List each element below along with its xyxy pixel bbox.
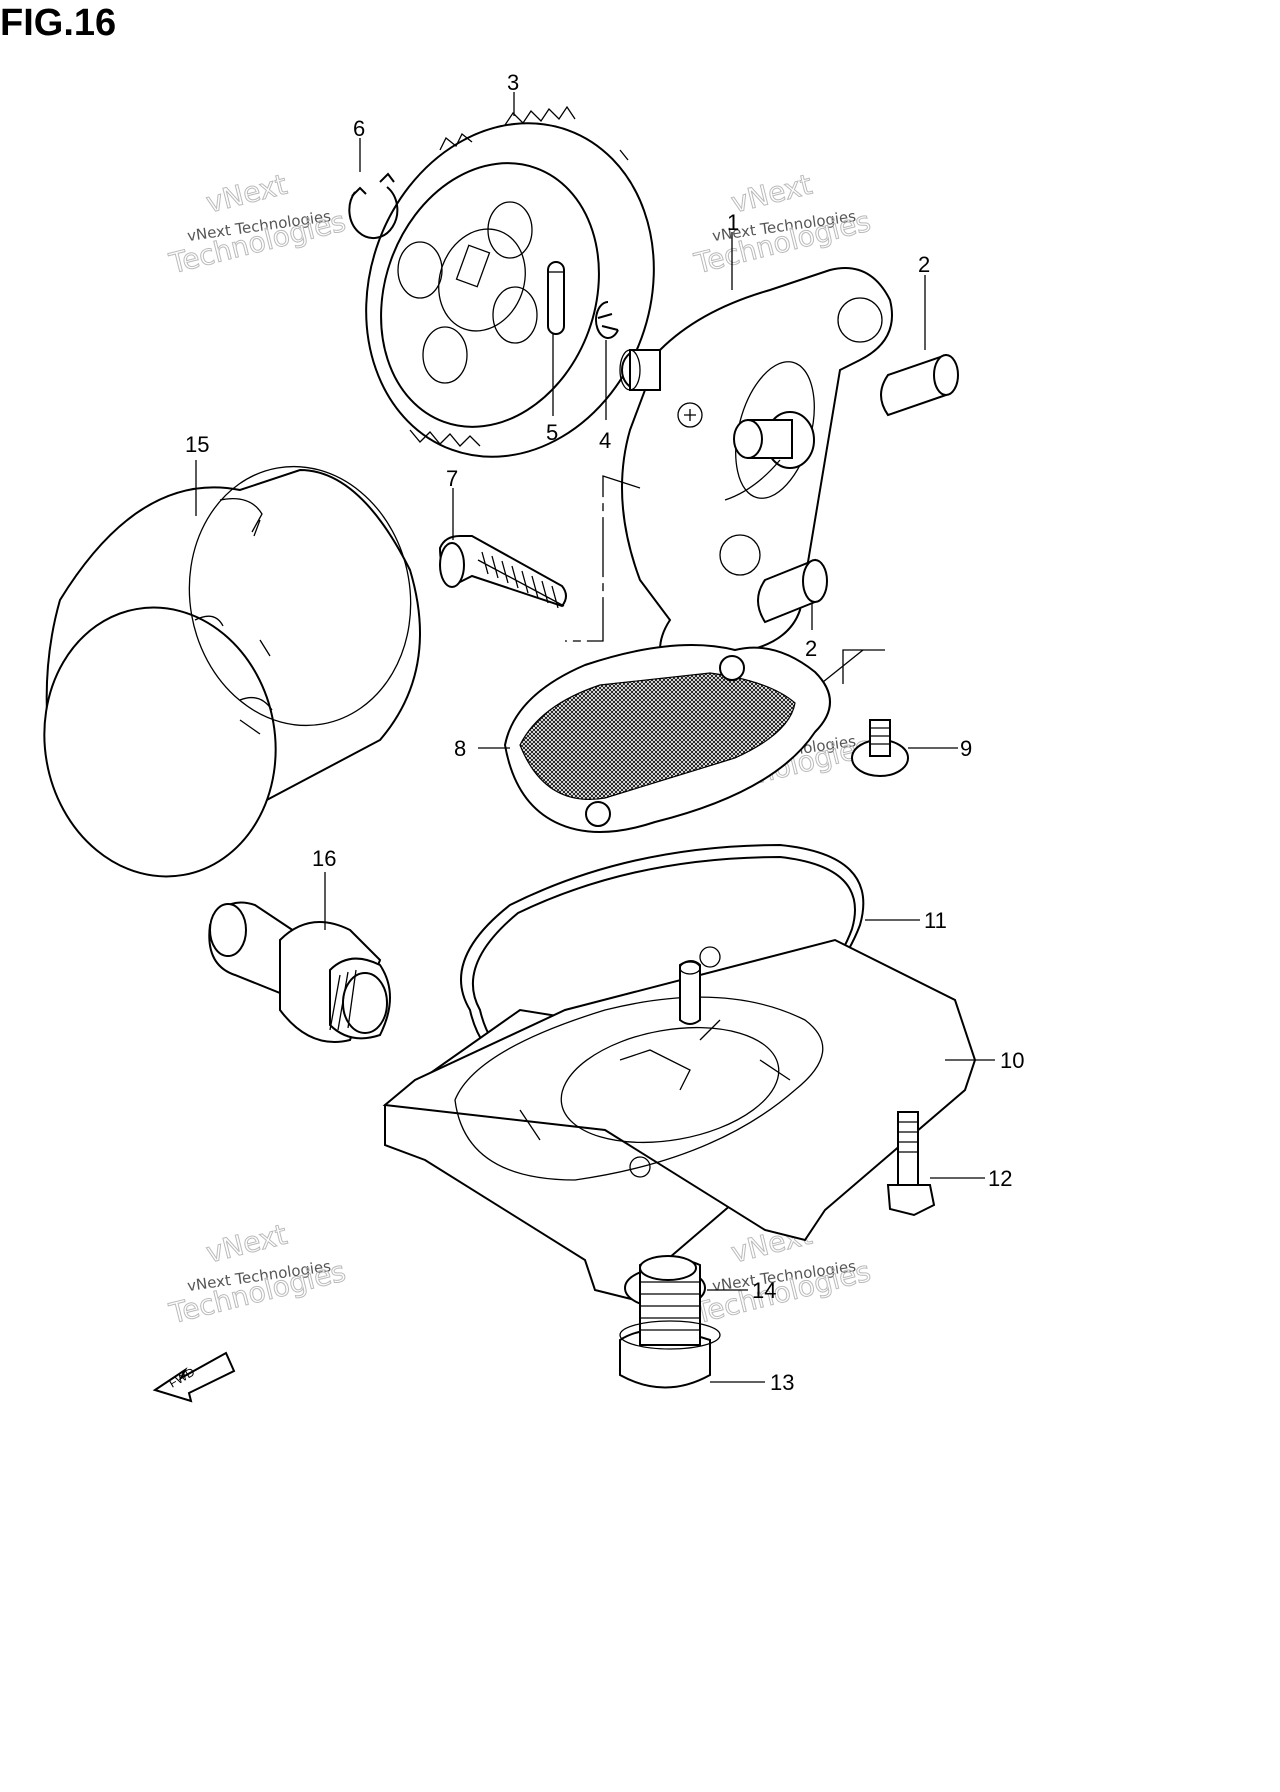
- callout-5: 5: [546, 420, 558, 445]
- part-6-circlip[interactable]: [348, 172, 399, 239]
- watermark-top-left: vNext Technologies vNext Technologies: [165, 167, 349, 281]
- watermark-bottom-left: vNext Technologies vNext Technologies: [165, 1217, 349, 1331]
- callout-10: 10: [1000, 1048, 1024, 1073]
- part-12-bolt[interactable]: [886, 1111, 936, 1217]
- part-2-dowel-pin-lower[interactable]: [757, 558, 828, 624]
- callout-4: 4: [599, 428, 611, 453]
- callout-2-upper: 2: [918, 252, 930, 277]
- part-2-dowel-pin-upper[interactable]: [880, 353, 959, 417]
- part-7-bolt[interactable]: [438, 535, 567, 609]
- callout-16: 16: [312, 846, 336, 871]
- callout-7: 7: [446, 466, 458, 491]
- callout-13: 13: [770, 1370, 794, 1395]
- part-4-e-clip[interactable]: [595, 301, 619, 339]
- svg-text:vNext: vNext: [203, 1218, 290, 1270]
- part-9-bolt[interactable]: [851, 719, 909, 777]
- leader-lines: [195, 92, 995, 1383]
- callout-11: 11: [924, 908, 947, 933]
- svg-text:Technologies: Technologies: [690, 1255, 873, 1331]
- svg-text:vNext: vNext: [203, 168, 290, 220]
- forward-direction-arrow: FWD: [152, 1351, 236, 1403]
- figure-title: FIG.16: [0, 2, 117, 44]
- callout-3: 3: [507, 70, 519, 95]
- part-13-drain-plug[interactable]: [619, 1255, 721, 1389]
- callout-15: 15: [185, 432, 209, 457]
- part-15-oil-filter[interactable]: [23, 449, 431, 895]
- svg-text:Technologies: Technologies: [165, 205, 348, 281]
- svg-text:Technologies: Technologies: [165, 1255, 348, 1331]
- callout-2-lower: 2: [805, 636, 817, 661]
- part-10-oil-pan[interactable]: [382, 938, 977, 1302]
- part-8-oil-strainer[interactable]: [503, 644, 831, 833]
- callout-labels: 3 6 1 2 5 4 7 15 2 8 9 16 11 10 12 14 13: [185, 70, 1024, 1395]
- callout-12: 12: [988, 1166, 1012, 1191]
- callout-8: 8: [454, 736, 466, 761]
- callout-14: 14: [752, 1278, 776, 1303]
- callout-1: 1: [727, 210, 739, 235]
- part-5-pin[interactable]: [547, 261, 565, 335]
- part-16-oil-pressure-switch[interactable]: [208, 901, 391, 1043]
- callout-9: 9: [960, 736, 972, 761]
- svg-text:vNext: vNext: [728, 168, 815, 220]
- part-1-oil-pump[interactable]: [619, 267, 893, 696]
- callout-6: 6: [353, 116, 365, 141]
- watermark-top-right: vNext Technologies vNext Technologies: [690, 167, 874, 281]
- part-3-pump-gear[interactable]: [320, 82, 699, 497]
